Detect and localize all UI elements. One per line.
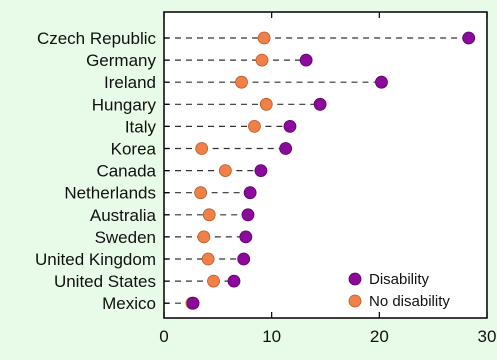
category-label: Hungary [92,95,157,114]
point-no-disability [197,230,211,244]
legend-label: Disability [369,271,430,288]
category-label: United Kingdom [35,250,156,269]
point-no-disability [259,97,273,111]
category-label: Sweden [95,228,156,247]
point-disability [462,31,476,45]
point-no-disability [207,274,220,288]
category-label: Australia [90,206,157,225]
point-disability [254,164,268,178]
point-disability [239,230,253,244]
category-label: Mexico [102,294,156,313]
point-disability [241,208,255,222]
plot-frame [163,11,488,319]
category-label: Ireland [104,73,156,92]
category-label: Czech Republic [37,29,157,48]
series-no-disability [185,31,273,310]
point-disability [283,120,297,133]
plot-background [164,12,487,318]
point-disability [243,186,257,200]
point-no-disability [248,120,261,133]
point-disability [279,142,293,155]
point-no-disability [202,208,216,222]
category-label: Italy [125,117,157,136]
series-disability [186,31,476,310]
legend: Disability No disability [348,271,450,310]
point-disability [186,296,200,310]
point-no-disability [257,31,271,45]
category-label: Netherlands [64,184,156,203]
x-tick-label: 20 [370,327,389,346]
category-label: Germany [86,51,156,70]
x-axis-ticks: 0 10 20 30 [159,12,496,346]
legend-label: No disability [369,293,450,310]
legend-marker [348,272,362,286]
x-tick-label: 30 [478,327,497,346]
category-labels: Czech RepublicGermanyIrelandHungaryItaly… [35,29,157,313]
point-no-disability [218,164,232,178]
point-disability [299,53,313,67]
point-disability [227,274,241,288]
point-no-disability [195,142,209,155]
category-label: United States [54,272,156,291]
category-label: Korea [111,140,157,159]
point-disability [313,97,327,111]
x-tick-label: 0 [159,327,168,346]
point-no-disability [255,53,269,67]
point-no-disability [235,75,248,89]
category-label: Canada [96,162,156,181]
x-tick-label: 10 [262,327,281,346]
point-disability [375,75,388,89]
point-disability [237,252,251,266]
legend-marker [348,294,362,308]
point-no-disability [201,252,215,266]
point-no-disability [194,186,208,200]
